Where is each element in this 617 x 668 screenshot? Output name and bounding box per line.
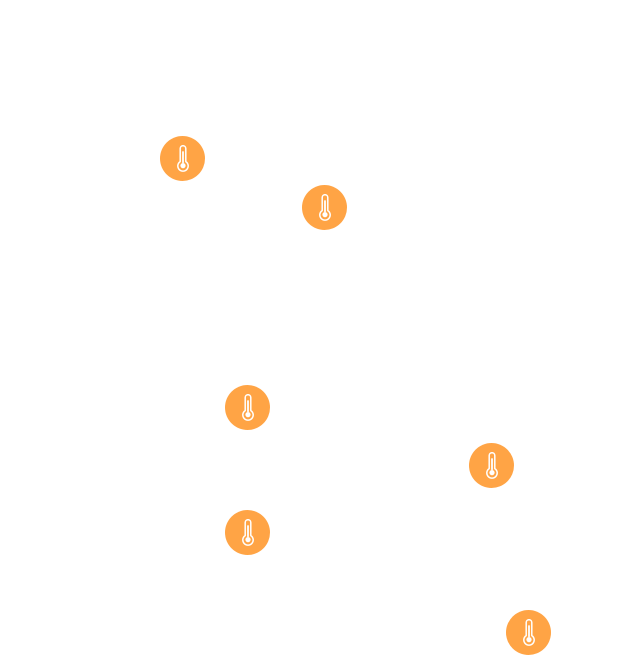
map-marker[interactable]: [506, 610, 551, 655]
thermometer-icon: [237, 393, 259, 422]
map-marker[interactable]: [302, 185, 347, 230]
thermometer-icon: [481, 451, 503, 480]
thermometer-icon: [172, 144, 194, 173]
map-marker[interactable]: [225, 385, 270, 430]
map-marker[interactable]: [160, 136, 205, 181]
map-marker[interactable]: [469, 443, 514, 488]
thermometer-icon: [518, 618, 540, 647]
thermometer-icon: [237, 518, 259, 547]
thermometer-icon: [314, 193, 336, 222]
map-marker[interactable]: [225, 510, 270, 555]
